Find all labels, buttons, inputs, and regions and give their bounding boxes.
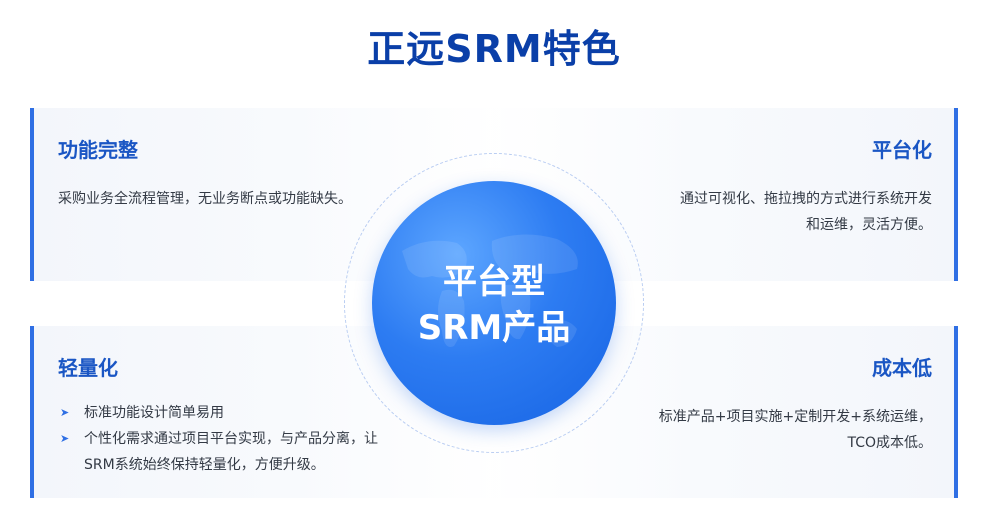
center-badge: 平台型 SRM产品 <box>372 181 616 425</box>
list-item-text: 标准功能设计简单易用 <box>84 405 224 421</box>
card-description-line: TCO成本低。 <box>847 435 932 451</box>
bullet-list: ➤ 标准功能设计简单易用 ➤ 个性化需求通过项目平台实现，与产品分离，让SRM系… <box>58 400 398 478</box>
list-item: ➤ 标准功能设计简单易用 <box>58 400 398 426</box>
card-description: 通过可视化、拖拉拽的方式进行系统开发 和运维，灵活方便。 <box>622 186 932 238</box>
center-text-line: SRM产品 <box>417 308 571 348</box>
card-description-line: 和运维，灵活方便。 <box>806 217 932 233</box>
center-text-line: 平台型 <box>443 262 545 302</box>
card-description-line: 标准产品+项目实施+定制开发+系统运维， <box>658 409 932 425</box>
world-map-icon <box>402 234 578 347</box>
card-title: 功能完整 <box>58 138 138 162</box>
card-description: 标准产品+项目实施+定制开发+系统运维， TCO成本低。 <box>622 404 932 456</box>
card-title: 平台化 <box>872 138 932 162</box>
card-description: 采购业务全流程管理，无业务断点或功能缺失。 <box>58 191 352 207</box>
list-item-text: 个性化需求通过项目平台实现，与产品分离，让SRM系统始终保持轻量化，方便升级。 <box>84 431 378 473</box>
arrow-right-icon: ➤ <box>60 406 70 419</box>
arrow-right-icon: ➤ <box>60 432 70 445</box>
dashed-ring <box>344 153 644 453</box>
center-text: 平台型 SRM产品 <box>372 259 616 351</box>
card-description-line: 通过可视化、拖拉拽的方式进行系统开发 <box>680 191 932 207</box>
card-title: 轻量化 <box>58 356 118 380</box>
card-title: 成本低 <box>872 356 932 380</box>
page-title: 正远SRM特色 <box>367 27 621 71</box>
list-item: ➤ 个性化需求通过项目平台实现，与产品分离，让SRM系统始终保持轻量化，方便升级… <box>58 426 398 478</box>
